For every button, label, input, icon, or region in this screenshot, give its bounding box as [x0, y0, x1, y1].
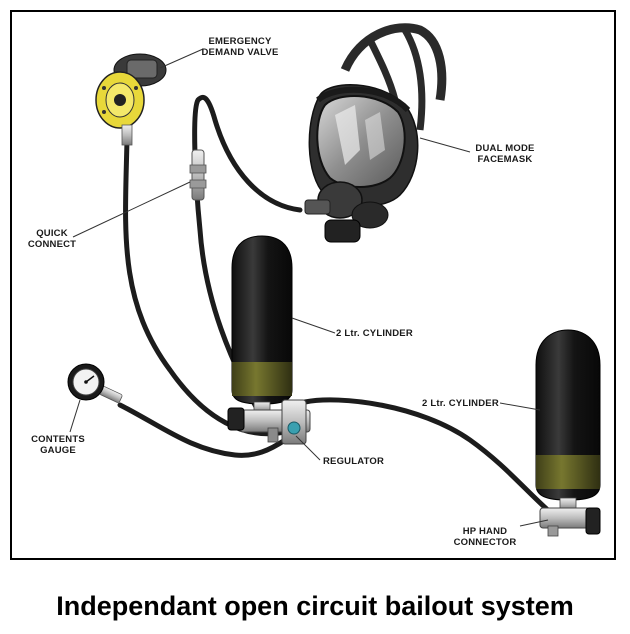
quick-connect-fitting — [189, 149, 207, 201]
label-hp-hand-connector-line1: HP HAND — [462, 526, 508, 537]
label-emergency-demand-valve-line2: DEMAND VALVE — [201, 47, 279, 58]
hose-facemask-to-regulator — [192, 95, 303, 421]
label-regulator: REGULATOR — [323, 456, 385, 467]
figure-caption: Independant open circuit bailout system — [56, 591, 574, 621]
center-cylinder — [231, 235, 293, 413]
label-dual-mode-facemask-line1: DUAL MODE — [475, 143, 535, 154]
dual-mode-facemask — [304, 23, 447, 243]
label-quick-connect-line1: QUICK — [36, 228, 68, 239]
label-quick-connect: QUICK CONNECT — [24, 228, 80, 250]
label-contents-gauge: CONTENTS GAUGE — [28, 434, 88, 456]
label-dual-mode-facemask: DUAL MODE FACEMASK — [470, 143, 540, 165]
hose-gauge-to-regulator — [117, 402, 288, 458]
label-emergency-demand-valve: EMERGENCY DEMAND VALVE — [200, 36, 280, 58]
contents-gauge — [67, 363, 123, 403]
leader-lines — [69, 48, 549, 527]
label-contents-gauge-line2: GAUGE — [40, 445, 76, 456]
label-emergency-demand-valve-line1: EMERGENCY — [208, 36, 272, 47]
label-contents-gauge-line1: CONTENTS — [31, 434, 85, 445]
hose-regulator-to-right-cylinder — [302, 397, 553, 515]
label-hp-hand-connector: HP HAND CONNECTOR — [450, 526, 520, 548]
emergency-demand-valve — [95, 53, 167, 146]
label-center-cylinder: 2 Ltr. CYLINDER — [336, 328, 413, 339]
label-right-cylinder: 2 Ltr. CYLINDER — [422, 398, 499, 409]
label-dual-mode-facemask-line2: FACEMASK — [477, 154, 533, 165]
right-cylinder — [535, 329, 601, 511]
label-quick-connect-line2: CONNECT — [27, 239, 77, 250]
label-hp-hand-connector-line2: CONNECTOR — [453, 537, 517, 548]
hp-hand-connector — [539, 507, 601, 537]
regulator — [227, 399, 311, 445]
